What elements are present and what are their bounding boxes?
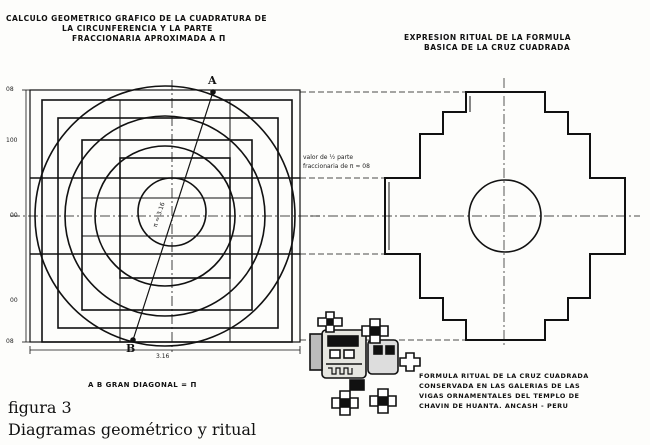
right-title-line-1: EXPRESION RITUAL DE LA FORMULA — [404, 33, 572, 42]
side-label-middle: 00 — [10, 212, 18, 219]
great-diagonal-ab — [132, 91, 214, 341]
side-label-upper: 100 — [6, 137, 18, 144]
left-title-line-3: FRACCIONARIA APROXIMADA A π — [72, 34, 226, 43]
square-4 — [119, 157, 231, 279]
left-title-line-2: LA CIRCUNFERENCIA Y LA PARTE — [62, 24, 213, 33]
stepped-cross-chakana — [384, 91, 626, 341]
cross-center-circle — [468, 179, 542, 253]
projection-lines — [300, 78, 640, 345]
point-b-label: B — [126, 342, 136, 355]
left-title-line-1: CALCULO GEOMETRICO GRAFICO DE LA CUADRAT… — [6, 14, 268, 23]
value-note-line-1: valor de ½ parte — [303, 154, 354, 161]
side-label-bottom: 08 — [6, 338, 14, 345]
figure-caption: Diagramas geométrico y ritual — [8, 420, 257, 439]
right-title-line-2: BASICA DE LA CRUZ CUADRADA — [424, 43, 571, 52]
ritual-note-line-3: VIGAS ORNAMENTALES DEL TEMPLO DE — [419, 392, 580, 400]
ritual-note-line-4: CHAVIN DE HUANTA. ANCASH - PERU — [419, 402, 569, 410]
ritual-note-line-1: FORMULA RITUAL DE LA CRUZ CUADRADA — [419, 372, 589, 380]
figure-label: figura 3 — [8, 398, 72, 417]
point-a-mark — [210, 89, 216, 95]
chavin-carving-illustration — [309, 311, 421, 416]
value-note-line-2: fraccionaria de π ≈ 08 — [303, 163, 370, 170]
square-1 — [41, 99, 293, 343]
square-2 — [57, 117, 279, 329]
point-b-mark — [130, 337, 136, 343]
bottom-dimension-label: 3.16 — [156, 353, 170, 360]
side-label-top: 08 — [6, 86, 14, 93]
point-a-label: A — [208, 74, 217, 87]
ritual-note-line-2: CONSERVADA EN LAS GALERIAS DE LAS — [419, 382, 581, 390]
side-label-lower: 00 — [10, 297, 18, 304]
geometric-quadrature-diagram — [10, 80, 320, 354]
diagonal-caption: A B GRAN DIAGONAL = π — [88, 381, 197, 389]
square-3 — [81, 139, 253, 311]
